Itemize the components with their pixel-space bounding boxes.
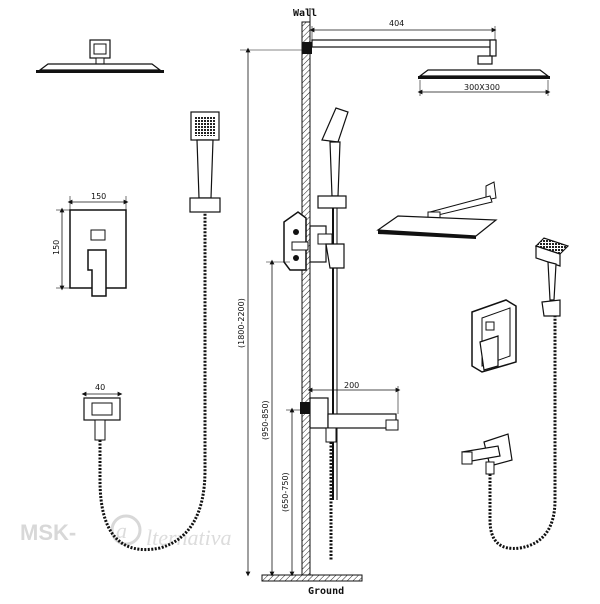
hand-shower-right [534,237,570,317]
watermark: MSK- a lternativa [20,514,232,550]
valve-width-label: 150 [91,192,106,201]
hand-shower-left [189,111,221,213]
watermark-brand: MSK- [20,520,76,545]
arm-dimension [309,26,497,40]
spout-perspective [461,433,513,475]
arm-length-label: 404 [389,19,404,28]
watermark-mark: a [116,518,127,543]
valve-height-range-label: (950-850) [261,400,270,440]
rain-head-side [418,69,550,79]
hose-right [488,316,557,550]
elbow-size-label: 40 [95,383,105,392]
valve-perspective [471,299,517,373]
center-valve [283,211,345,271]
ground-label: Ground [308,586,344,597]
hand-shower-center [317,107,349,209]
valve-width-dimension [67,196,129,210]
ground [261,574,363,582]
head-size-label: 300X300 [464,83,500,92]
valve-height-dimension [56,207,70,291]
wall-label: Wall [293,8,317,19]
wall [301,8,311,576]
head-dimension [417,80,551,96]
spout-length-label: 200 [344,381,359,390]
spout-height-range-label: (650-750) [281,472,290,512]
shower-arm [302,39,497,65]
rain-head-top-left [36,39,164,73]
hose-left [98,212,207,551]
total-height-label: (1800-2200) [237,298,246,348]
valve-height-label: 150 [52,240,61,255]
valve-front [69,209,127,297]
total-height-dimension [240,47,302,577]
wall-elbow [81,391,123,441]
valve-height-range-dimension [266,259,290,577]
spout-height-range-dimension [286,407,302,577]
tub-spout [300,397,399,443]
spout-dimension [307,386,401,414]
rain-head-perspective [376,181,498,239]
